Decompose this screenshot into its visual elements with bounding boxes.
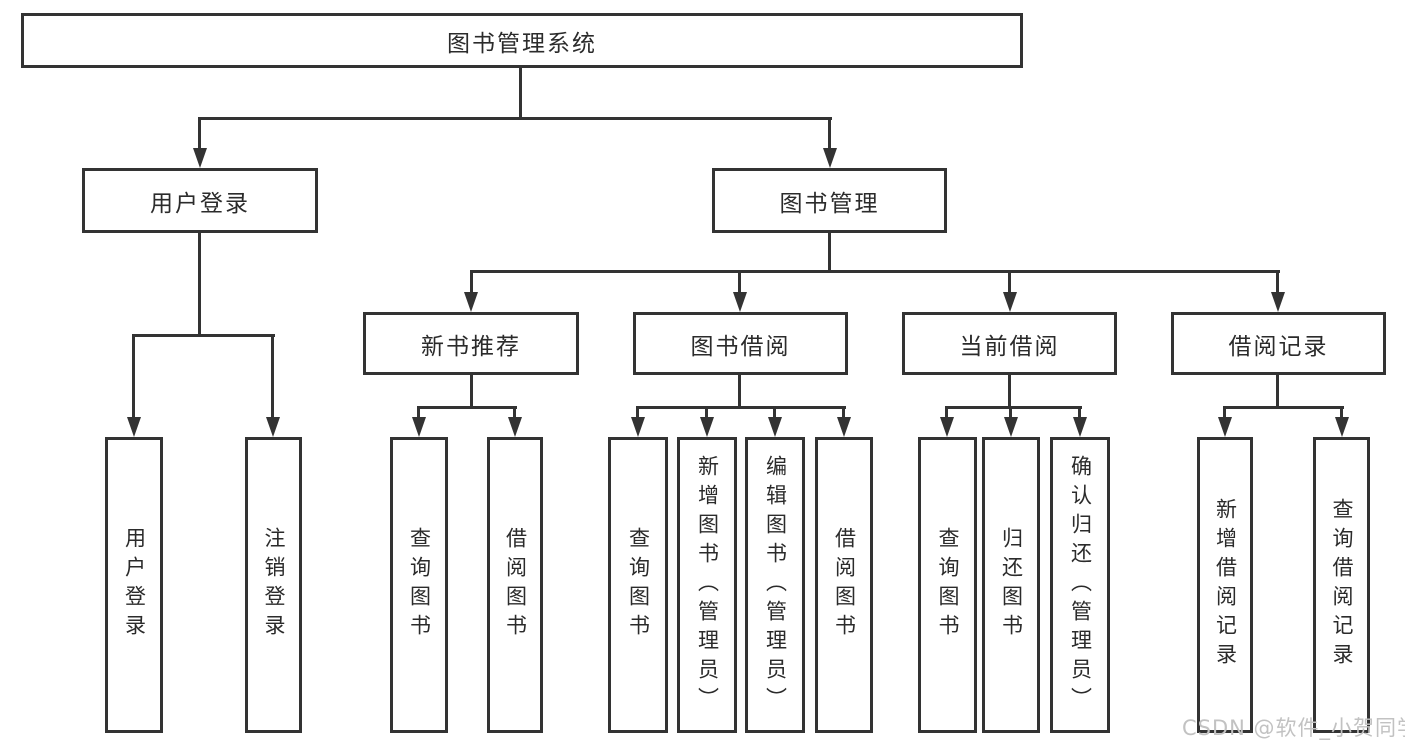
leaf-edit-book-admin: 编辑图书（管理员） xyxy=(745,437,805,733)
connector-root-drop xyxy=(519,68,522,118)
leaf-label: 查询图书 xyxy=(936,527,960,643)
connector-br-split xyxy=(1223,406,1344,409)
leaf-borrow-books-borrowing: 借阅图书 xyxy=(815,437,873,733)
connector-bookmgmt-drop xyxy=(828,233,831,272)
leaf-query-books-borrowing: 查询图书 xyxy=(608,437,668,733)
leaf-label: 查询借阅记录 xyxy=(1330,498,1354,672)
leaf-label: 借阅图书 xyxy=(832,527,857,643)
arrowhead-down-icon xyxy=(1073,417,1087,437)
leaf-add-book-admin: 新增图书（管理员） xyxy=(677,437,737,733)
leaf-borrow-books-recommend: 借阅图书 xyxy=(487,437,543,733)
arrowhead-down-icon xyxy=(837,417,851,437)
connector-userlogin-drop xyxy=(198,233,201,336)
connector-br-drop xyxy=(1276,375,1279,408)
connector-cb-3 xyxy=(1078,406,1081,419)
leaf-label: 归还图书 xyxy=(999,527,1024,643)
arrowhead-down-icon xyxy=(464,292,478,312)
leaf-query-books-current: 查询图书 xyxy=(918,437,977,733)
connector-br-1 xyxy=(1223,406,1226,419)
leaf-label: 新增图书（管理员） xyxy=(695,454,720,716)
connector-split1-right xyxy=(828,117,831,150)
arrowhead-down-icon xyxy=(1004,417,1018,437)
arrowhead-down-icon xyxy=(1271,292,1285,312)
connector-split2-4 xyxy=(1276,270,1279,294)
connector-cb-drop xyxy=(1008,375,1011,408)
arrowhead-down-icon xyxy=(412,417,426,437)
leaf-label: 新增借阅记录 xyxy=(1213,498,1238,672)
leaf-logout: 注销登录 xyxy=(245,437,302,733)
arrowhead-down-icon xyxy=(127,417,141,437)
leaf-return-books: 归还图书 xyxy=(982,437,1040,733)
connector-cb-1 xyxy=(945,406,948,419)
connector-userlogin-split xyxy=(132,334,275,337)
arrowhead-down-icon xyxy=(733,292,747,312)
arrowhead-down-icon xyxy=(508,417,522,437)
arrowhead-down-icon xyxy=(193,148,207,168)
arrowhead-down-icon xyxy=(1003,292,1017,312)
leaf-label: 借阅图书 xyxy=(503,527,528,643)
watermark-text: CSDN @软件_小贺同学 xyxy=(1182,716,1405,740)
arrowhead-down-icon xyxy=(631,417,645,437)
node-borrow-records: 借阅记录 xyxy=(1171,312,1386,375)
leaf-user-login: 用户登录 xyxy=(105,437,163,733)
node-user-login-group: 用户登录 xyxy=(82,168,318,233)
connector-nbr-drop xyxy=(470,375,473,408)
arrowhead-down-icon xyxy=(768,417,782,437)
connector-nbr-2 xyxy=(513,406,516,419)
leaf-label: 确认归还（管理员） xyxy=(1068,454,1093,716)
connector-cb-2 xyxy=(1009,406,1012,419)
connector-bb-3 xyxy=(773,406,776,419)
arrowhead-down-icon xyxy=(1335,417,1349,437)
node-current-borrowing: 当前借阅 xyxy=(902,312,1117,375)
connector-split1-left xyxy=(198,117,201,150)
node-library-system: 图书管理系统 xyxy=(21,13,1023,68)
arrowhead-down-icon xyxy=(823,148,837,168)
arrowhead-down-icon xyxy=(266,417,280,437)
leaf-label: 注销登录 xyxy=(262,527,286,643)
connector-br-2 xyxy=(1340,406,1343,419)
arrowhead-down-icon xyxy=(700,417,714,437)
connector-split2-1 xyxy=(470,270,473,294)
leaf-add-borrow-record: 新增借阅记录 xyxy=(1197,437,1253,733)
connector-split2-2 xyxy=(738,270,741,294)
connector-cb-split xyxy=(945,406,1082,409)
leaf-query-borrow-record: 查询借阅记录 xyxy=(1313,437,1370,733)
node-book-management: 图书管理 xyxy=(712,168,947,233)
leaf-query-books-recommend: 查询图书 xyxy=(390,437,448,733)
connector-split2-3 xyxy=(1008,270,1011,294)
connector-split1 xyxy=(198,117,832,120)
arrowhead-down-icon xyxy=(1218,417,1232,437)
node-book-borrowing: 图书借阅 xyxy=(633,312,848,375)
node-new-book-recommend: 新书推荐 xyxy=(363,312,579,375)
connector-bb-4 xyxy=(842,406,845,419)
connector-bb-split xyxy=(636,406,846,409)
connector-userlogin-r xyxy=(271,334,274,419)
connector-userlogin-l xyxy=(132,334,135,419)
connector-split2 xyxy=(470,270,1280,273)
leaf-label: 用户登录 xyxy=(122,527,147,643)
leaf-label: 查询图书 xyxy=(407,527,432,643)
connector-nbr-1 xyxy=(417,406,420,419)
connector-bb-2 xyxy=(705,406,708,419)
leaf-label: 查询图书 xyxy=(626,527,651,643)
arrowhead-down-icon xyxy=(940,417,954,437)
connector-bb-1 xyxy=(636,406,639,419)
leaf-label: 编辑图书（管理员） xyxy=(763,454,788,716)
connector-nbr-split xyxy=(417,406,517,409)
connector-bb-drop xyxy=(738,375,741,408)
leaf-confirm-return-admin: 确认归还（管理员） xyxy=(1050,437,1110,733)
